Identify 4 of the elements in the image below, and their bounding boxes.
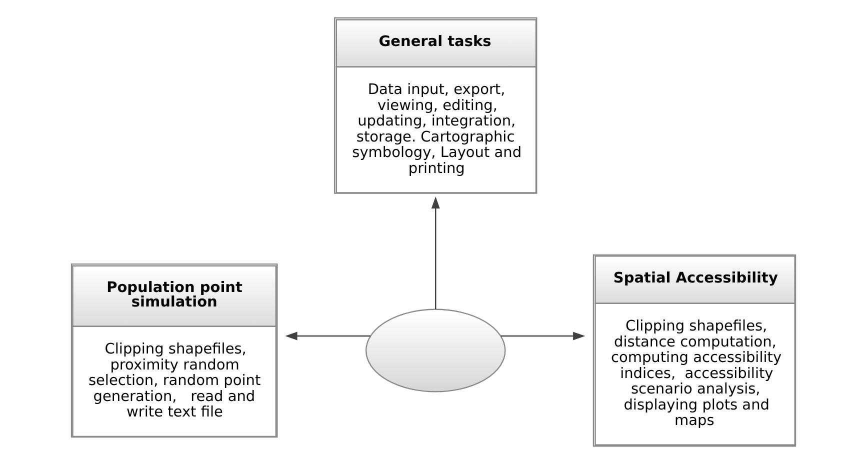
arrow (285, 332, 370, 340)
arrow (500, 332, 586, 340)
node-ellipse (365, 308, 506, 392)
arrow (431, 196, 440, 309)
